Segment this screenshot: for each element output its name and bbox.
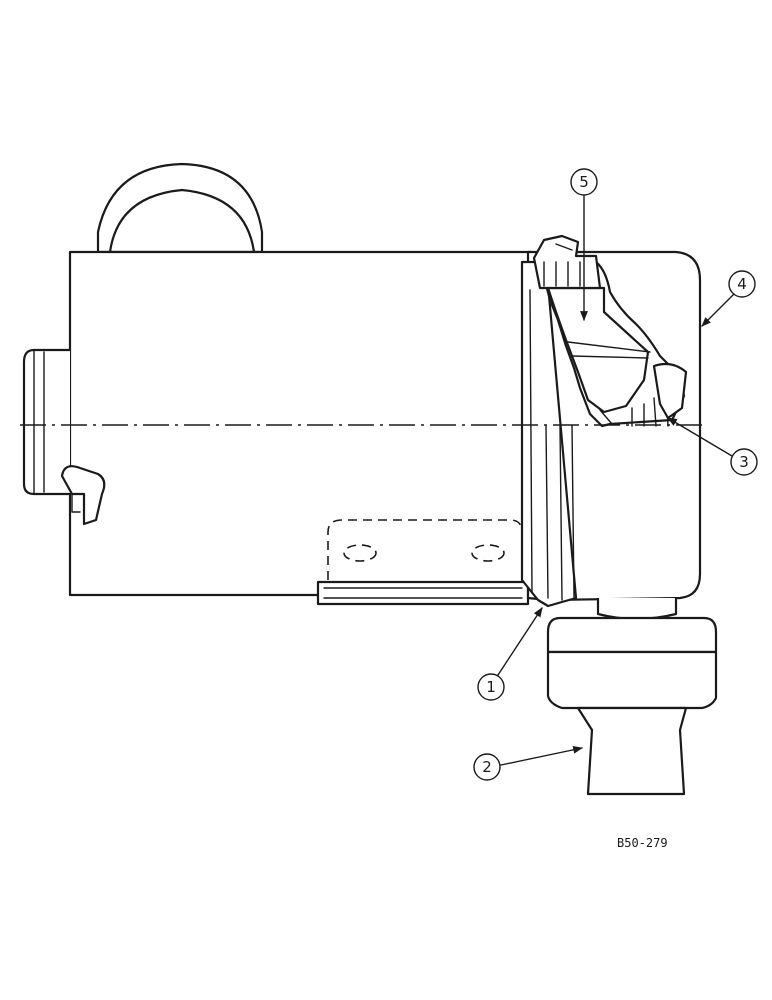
callout-3: 3	[667, 417, 758, 476]
baffle-fitting	[652, 362, 688, 420]
mounting-band	[316, 580, 530, 606]
retaining-clip-left	[60, 465, 106, 526]
mounting-bracket	[327, 519, 523, 580]
sealing-ring	[520, 260, 578, 608]
figure-code: B50-279	[617, 836, 668, 850]
evacuator-valve	[546, 616, 718, 796]
intake-hood	[96, 162, 264, 254]
callout-4: 4	[701, 270, 756, 327]
callout-2-label: 2	[482, 758, 492, 776]
cup-clamp-top	[532, 234, 602, 290]
callout-2: 2	[473, 745, 583, 781]
outlet-pipe	[22, 348, 70, 496]
callout-4-label: 4	[737, 275, 747, 293]
callout-5: 5	[570, 168, 598, 321]
callout-5-label: 5	[579, 173, 589, 191]
canister-body	[68, 250, 534, 597]
dust-cup-neck	[596, 598, 678, 621]
callout-3-label: 3	[739, 453, 749, 471]
callout-1-label: 1	[486, 678, 496, 696]
callout-1: 1	[477, 607, 543, 701]
